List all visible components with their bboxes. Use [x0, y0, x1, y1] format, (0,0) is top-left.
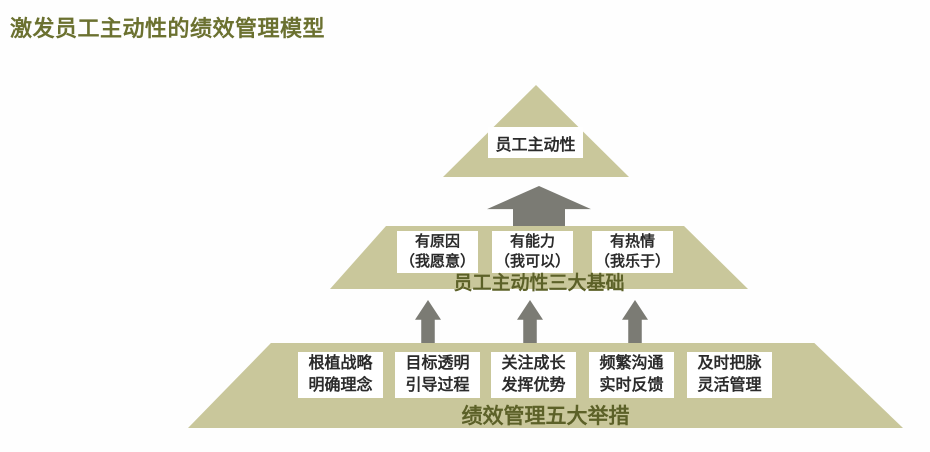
bottom-box-line: 目标透明	[405, 355, 470, 372]
bottom-box-line: 发挥优势	[501, 377, 566, 394]
bottom-tier-box: 根植战略 明确理念	[298, 352, 383, 398]
bottom-box-line: 灵活管理	[697, 377, 762, 394]
bottom-box-line: 频繁沟通	[599, 355, 664, 372]
up-arrow-icon	[517, 300, 543, 343]
bottom-box-line: 及时把脉	[697, 355, 762, 372]
bottom-tier-box: 目标透明 引导过程	[395, 352, 480, 398]
bottom-box-line: 关注成长	[501, 355, 566, 372]
middle-box-line: 有热情	[609, 233, 655, 250]
middle-box-line: （我可以）	[494, 253, 570, 270]
middle-tier-box: 有热情 （我乐于）	[592, 231, 673, 273]
middle-tier-box: 有原因 （我愿意）	[397, 231, 478, 273]
middle-box-line: （我愿意）	[399, 253, 475, 270]
middle-box-line: （我乐于）	[594, 253, 670, 270]
diagram-title: 激发员工主动性的绩效管理模型	[10, 16, 326, 41]
bottom-tier-box: 及时把脉 灵活管理	[687, 352, 772, 398]
bottom-tier-label: 绩效管理五大举措	[461, 405, 630, 428]
middle-tier-label: 员工主动性三大基础	[453, 273, 625, 294]
top-tier-box: 员工主动性	[488, 127, 583, 158]
bottom-box-line: 明确理念	[308, 377, 373, 394]
bottom-box-line: 实时反馈	[599, 377, 664, 394]
up-arrow-icon	[415, 300, 441, 343]
top-tier-label: 员工主动性	[495, 136, 576, 154]
up-arrow-icon	[622, 300, 648, 343]
middle-tier-box: 有能力 （我可以）	[492, 231, 573, 273]
up-arrow-icon	[487, 186, 591, 228]
middle-box-line: 有原因	[414, 233, 460, 250]
bottom-tier-box: 频繁沟通 实时反馈	[589, 352, 674, 398]
bottom-box-line: 根植战略	[308, 355, 373, 372]
bottom-box-line: 引导过程	[405, 377, 470, 394]
bottom-tier-box: 关注成长 发挥优势	[491, 352, 576, 398]
middle-box-line: 有能力	[509, 233, 555, 250]
